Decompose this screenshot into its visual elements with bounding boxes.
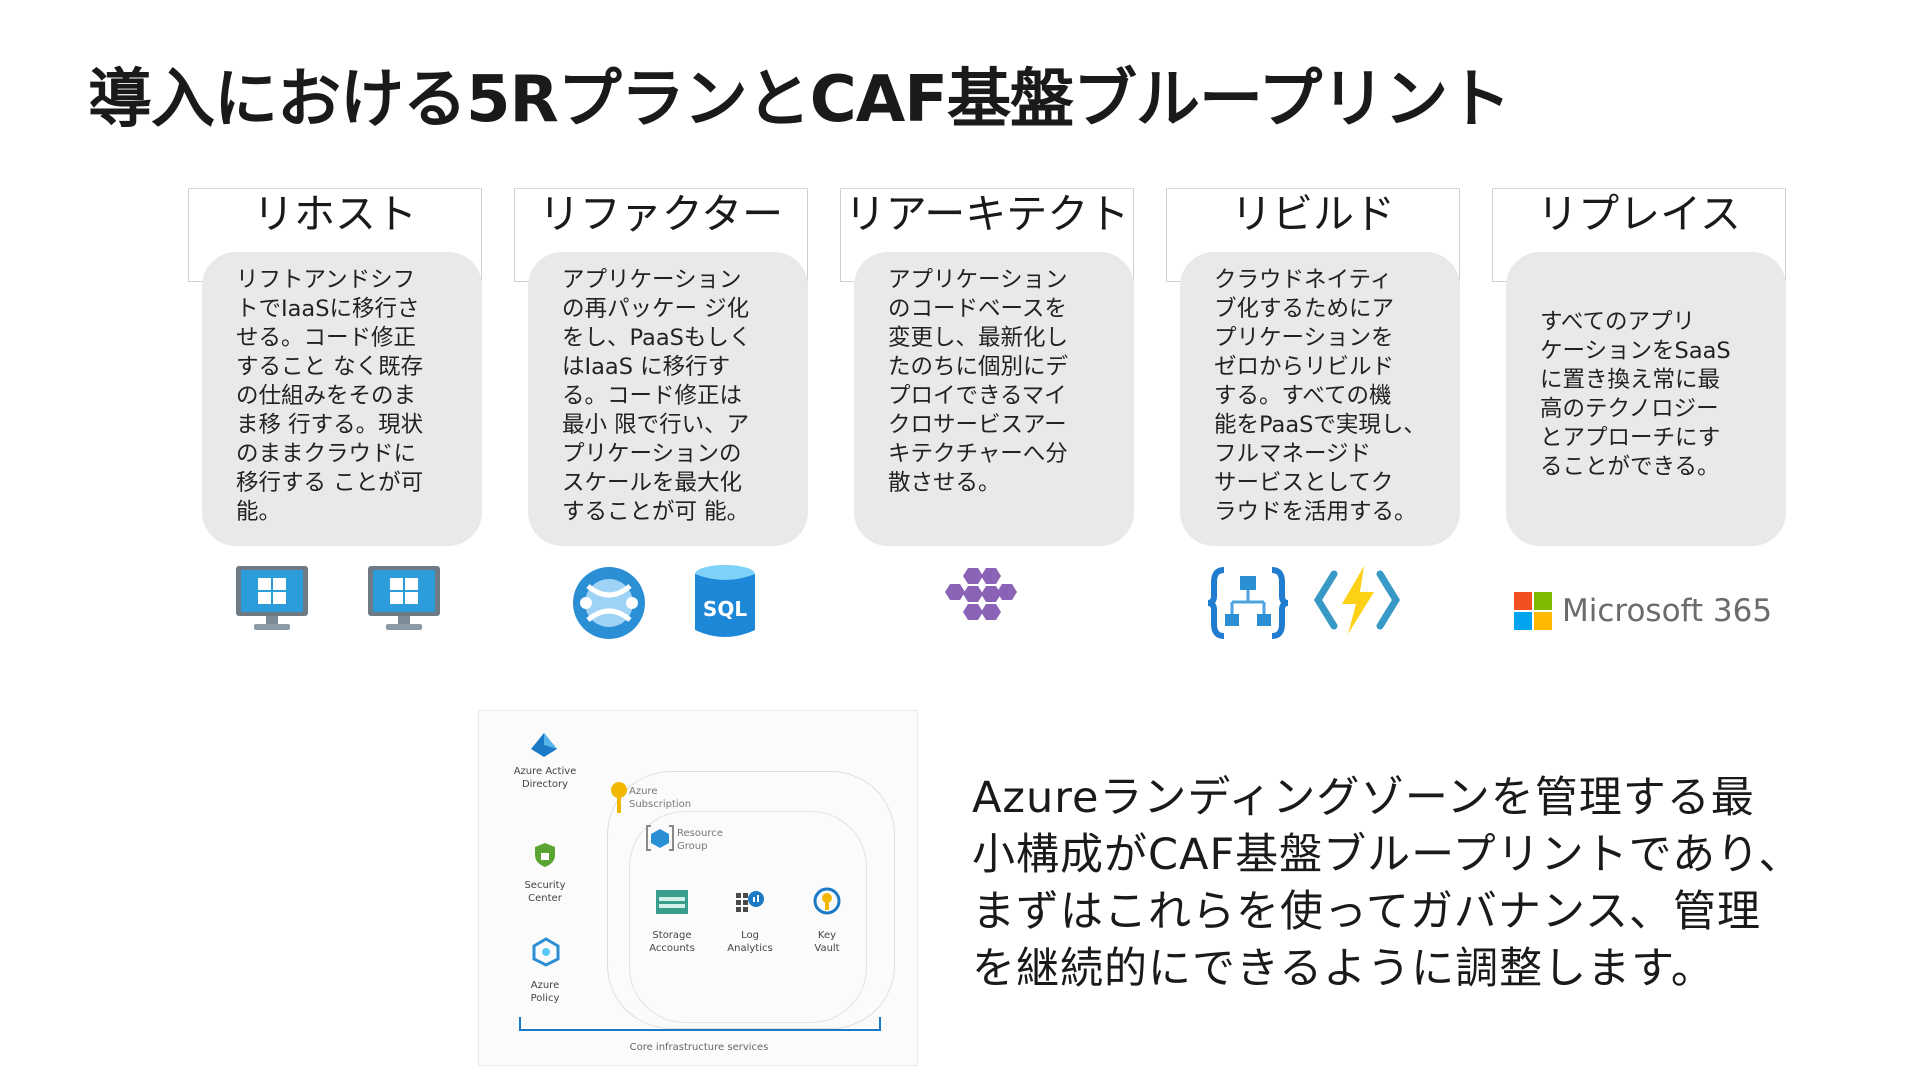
sql-database-icon: SQL	[695, 565, 755, 637]
core-services-label: Core infrastructure services	[629, 1042, 769, 1053]
security-center-label: Security Center	[524, 880, 566, 904]
aad-label: Azure Active Directory	[513, 766, 577, 790]
brand-text: Microsoft 365	[1562, 593, 1773, 629]
key-vault-icon	[813, 887, 841, 915]
microsoft-logo-icon	[1514, 592, 1552, 630]
description-line: まずはこれらを使ってガバナンス、管理	[972, 887, 1761, 937]
subscription-label: Azure Subscription	[629, 786, 692, 810]
description-line: 小構成がCAF基盤ブループリントであり、	[972, 830, 1803, 880]
microsoft-365-logo: Microsoft 365	[1514, 592, 1772, 630]
storage-accounts-label: Storage Accounts	[649, 930, 695, 954]
storage-accounts-icon	[656, 890, 688, 914]
slide-title: 導入における5RプランとCAF基盤ブループリント	[88, 63, 1511, 137]
microservices-icon	[945, 568, 1017, 620]
description-line: を継続的にできるように調整します。	[972, 944, 1715, 994]
column-body: すべてのアプリ ケーションをSaaS に置き換え常に最 高のテクノロジー とアプ…	[1506, 252, 1786, 546]
column-icons: Microsoft 365	[1492, 564, 1792, 648]
column-rehost: リホスト リフトアンドシフ トでIaaSに移行さ せる。コード修正 すること な…	[188, 188, 488, 648]
column-body: クラウドネイティ ブ化するためにア プリケーションを ゼロからリビルド する。す…	[1180, 252, 1460, 546]
caf-blueprint-diagram: Azure Active Directory Security Center A…	[478, 710, 918, 1066]
resource-group-icon	[646, 825, 674, 851]
column-body: アプリケーション の再パッケー ジ化 をし、PaaSもしく はIaaS に移行す…	[528, 252, 808, 546]
azure-policy-icon	[532, 937, 560, 967]
description-line: Azureランディングゾーンを管理する最	[972, 773, 1755, 823]
azure-active-directory-icon	[531, 733, 557, 757]
column-icons: SQL	[514, 564, 814, 648]
logic-apps-icon	[1207, 567, 1289, 639]
core-services-bracket	[519, 1017, 881, 1031]
resource-group-boundary	[629, 811, 867, 1023]
subscription-key-icon	[611, 782, 627, 813]
column-replace: リプレイス すべてのアプリ ケーションをSaaS に置き換え常に最 高のテクノロ…	[1492, 188, 1792, 648]
column-rearchitect: リアーキテクト アプリケーション のコードベースを 変更し、最新化し たのちに個…	[840, 188, 1140, 648]
log-analytics-label: Log Analytics	[727, 930, 773, 954]
five-r-columns: リホスト リフトアンドシフ トでIaaSに移行さ せる。コード修正 すること な…	[188, 188, 1788, 648]
azure-policy-label: Azure Policy	[530, 980, 560, 1004]
column-body: リフトアンドシフ トでIaaSに移行さ せる。コード修正 すること なく既存 の…	[202, 252, 482, 546]
resource-group-label: Resource Group	[677, 828, 723, 852]
windows-vm-icon	[368, 566, 440, 630]
subscription-boundary	[607, 771, 895, 1029]
key-vault-label: Key Vault	[814, 930, 840, 954]
column-icons	[840, 564, 1140, 648]
security-center-icon	[535, 843, 555, 867]
svg-text:SQL: SQL	[703, 597, 747, 621]
description-text: Azureランディングゾーンを管理する最 小構成がCAF基盤ブループリントであり…	[972, 770, 1872, 998]
windows-vm-icon	[236, 566, 308, 630]
functions-icon	[1314, 566, 1400, 634]
column-refactor: リファクター アプリケーション の再パッケー ジ化 をし、PaaSもしく はIa…	[514, 188, 814, 648]
column-icons	[188, 564, 488, 648]
log-analytics-icon	[736, 891, 764, 912]
app-service-icon	[573, 567, 645, 639]
column-body: アプリケーション のコードベースを 変更し、最新化し たのちに個別にデ プロイで…	[854, 252, 1134, 546]
column-icons	[1166, 564, 1466, 648]
column-rebuild: リビルド クラウドネイティ ブ化するためにア プリケーションを ゼロからリビルド…	[1166, 188, 1466, 648]
